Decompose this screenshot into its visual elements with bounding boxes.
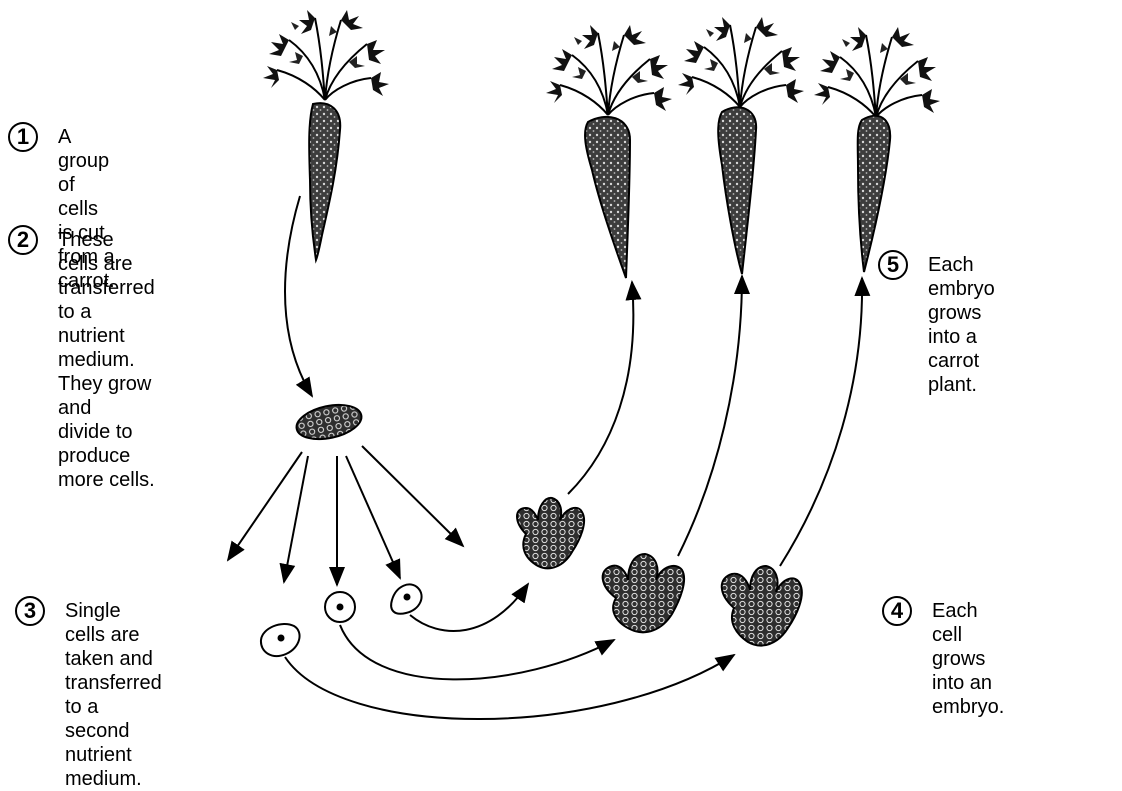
step-text-3: Single cells are taken and transferred t… xyxy=(65,599,162,791)
cell-mass xyxy=(293,399,364,444)
embryo-1 xyxy=(517,498,584,568)
step-number-5: 5 xyxy=(878,250,908,280)
step-text-5: Each embryo grows into a carrot plant. xyxy=(928,253,995,397)
regenerated-carrot-1 xyxy=(546,25,672,278)
single-cell-1 xyxy=(261,624,300,656)
embryo-2 xyxy=(603,554,684,632)
arrow-embryo2-to-carrot2 xyxy=(678,276,742,556)
step-number-1: 1 xyxy=(8,122,38,152)
single-cell-2 xyxy=(325,592,355,622)
step-number-4: 4 xyxy=(882,596,912,626)
arrow-cell2-to-embryo2 xyxy=(340,625,614,679)
step-text-2: These cells are transferred to a nutrien… xyxy=(58,228,155,492)
arrow-embryo3-to-carrot3 xyxy=(780,278,862,566)
source-carrot xyxy=(263,10,389,260)
arrow-mass-to-cell-b xyxy=(284,456,308,582)
single-cell-3 xyxy=(391,584,421,613)
arrow-embryo1-to-carrot1 xyxy=(568,282,633,494)
arrow-cell1-to-embryo3 xyxy=(285,655,734,719)
arrow-mass-to-embryo xyxy=(362,446,463,546)
regenerated-carrot-3 xyxy=(814,27,940,272)
step-number-2: 2 xyxy=(8,225,38,255)
step-number-3: 3 xyxy=(15,596,45,626)
arrow-cell3-to-embryo1 xyxy=(410,584,528,631)
arrow-carrot-to-mass xyxy=(285,196,312,396)
step-text-4: Each cell grows into an embryo. xyxy=(932,599,1004,719)
regenerated-carrot-2 xyxy=(678,17,804,274)
embryo-3 xyxy=(722,566,802,646)
